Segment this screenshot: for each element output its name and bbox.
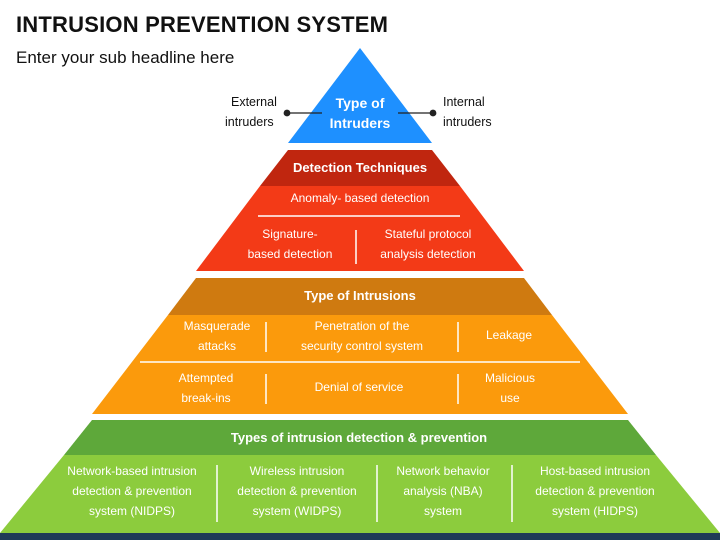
- apex-tier: [288, 48, 432, 143]
- attempted-line: break-ins: [181, 391, 231, 405]
- detection-header-band: [260, 150, 460, 186]
- signature-line: Signature-: [262, 227, 318, 241]
- hidps-label: Host-based intrusion detection & prevent…: [535, 461, 654, 521]
- masquerade-line: attacks: [197, 339, 236, 353]
- penetration-line: Penetration of the: [314, 319, 410, 333]
- apex-label: Type of Intruders: [330, 93, 391, 133]
- prevention-body-band: [0, 455, 720, 533]
- stateful-line: analysis detection: [380, 247, 476, 261]
- internal-note-line: Internal: [443, 95, 485, 109]
- stateful-line: Stateful protocol: [384, 227, 472, 241]
- nba-line: system: [423, 504, 462, 518]
- internal-connector: [398, 109, 437, 117]
- nba-label: Network behavior analysis (NBA) system: [396, 461, 489, 521]
- nidps-line: detection & prevention: [72, 484, 192, 498]
- signature-line: based detection: [247, 247, 333, 261]
- widps-line: detection & prevention: [237, 484, 357, 498]
- widps-label: Wireless intrusion detection & preventio…: [237, 461, 356, 521]
- page-title: INTRUSION PREVENTION SYSTEM: [16, 12, 389, 37]
- leakage: Leakage: [485, 328, 533, 342]
- hidps-line: detection & prevention: [535, 484, 655, 498]
- footer-bar: [0, 533, 720, 540]
- intrusions-body-band: [92, 315, 628, 414]
- external-intruders-note: External intruders: [225, 92, 277, 132]
- masquerade-line: Masquerade: [183, 319, 251, 333]
- nba-line: analysis (NBA): [403, 484, 483, 498]
- malicious-line: use: [500, 391, 520, 405]
- nidps-label: Network-based intrusion detection & prev…: [67, 461, 196, 521]
- penetration-security-control: Penetration of the security control syst…: [301, 316, 423, 356]
- external-note-line: External: [231, 95, 277, 109]
- stateful-protocol-detection: Stateful protocol analysis detection: [380, 224, 475, 264]
- hidps-line: system (HIDPS): [551, 504, 639, 518]
- apex-label-line: Intruders: [329, 115, 391, 131]
- external-connector: [283, 109, 322, 117]
- internal-note-line: intruders: [443, 115, 492, 129]
- internal-intruders-note: Internal intruders: [443, 92, 492, 132]
- prevention-header: Types of intrusion detection & preventio…: [230, 430, 488, 445]
- widps-line: system (WIDPS): [252, 504, 342, 518]
- penetration-line: security control system: [300, 339, 424, 353]
- page-subtitle: Enter your sub headline here: [16, 48, 235, 67]
- nidps-line: system (NIDPS): [88, 504, 175, 518]
- detection-body-band: [196, 186, 524, 271]
- attempted-break-ins: Attempted break-ins: [179, 368, 234, 408]
- masquerade-attacks: Masquerade attacks: [184, 316, 251, 356]
- anomaly-based-detection: Anomaly- based detection: [290, 191, 430, 205]
- nba-line: Network behavior: [396, 464, 490, 478]
- malicious-use: Malicious use: [485, 368, 535, 408]
- intrusions-header: Type of Intrusions: [304, 288, 416, 303]
- nidps-line: Network-based intrusion: [67, 464, 197, 478]
- prevention-header-band: [64, 420, 656, 455]
- detection-header: Detection Techniques: [292, 160, 428, 175]
- external-note-line: intruders: [225, 115, 274, 129]
- denial-of-service: Denial of service: [314, 380, 404, 394]
- hidps-line: Host-based intrusion: [539, 464, 651, 478]
- signature-based-detection: Signature- based detection: [248, 224, 333, 264]
- attempted-line: Attempted: [178, 371, 234, 385]
- widps-line: Wireless intrusion: [249, 464, 345, 478]
- intrusions-header-band: [168, 278, 552, 315]
- apex-label-line: Type of: [335, 95, 385, 111]
- malicious-line: Malicious: [484, 371, 536, 385]
